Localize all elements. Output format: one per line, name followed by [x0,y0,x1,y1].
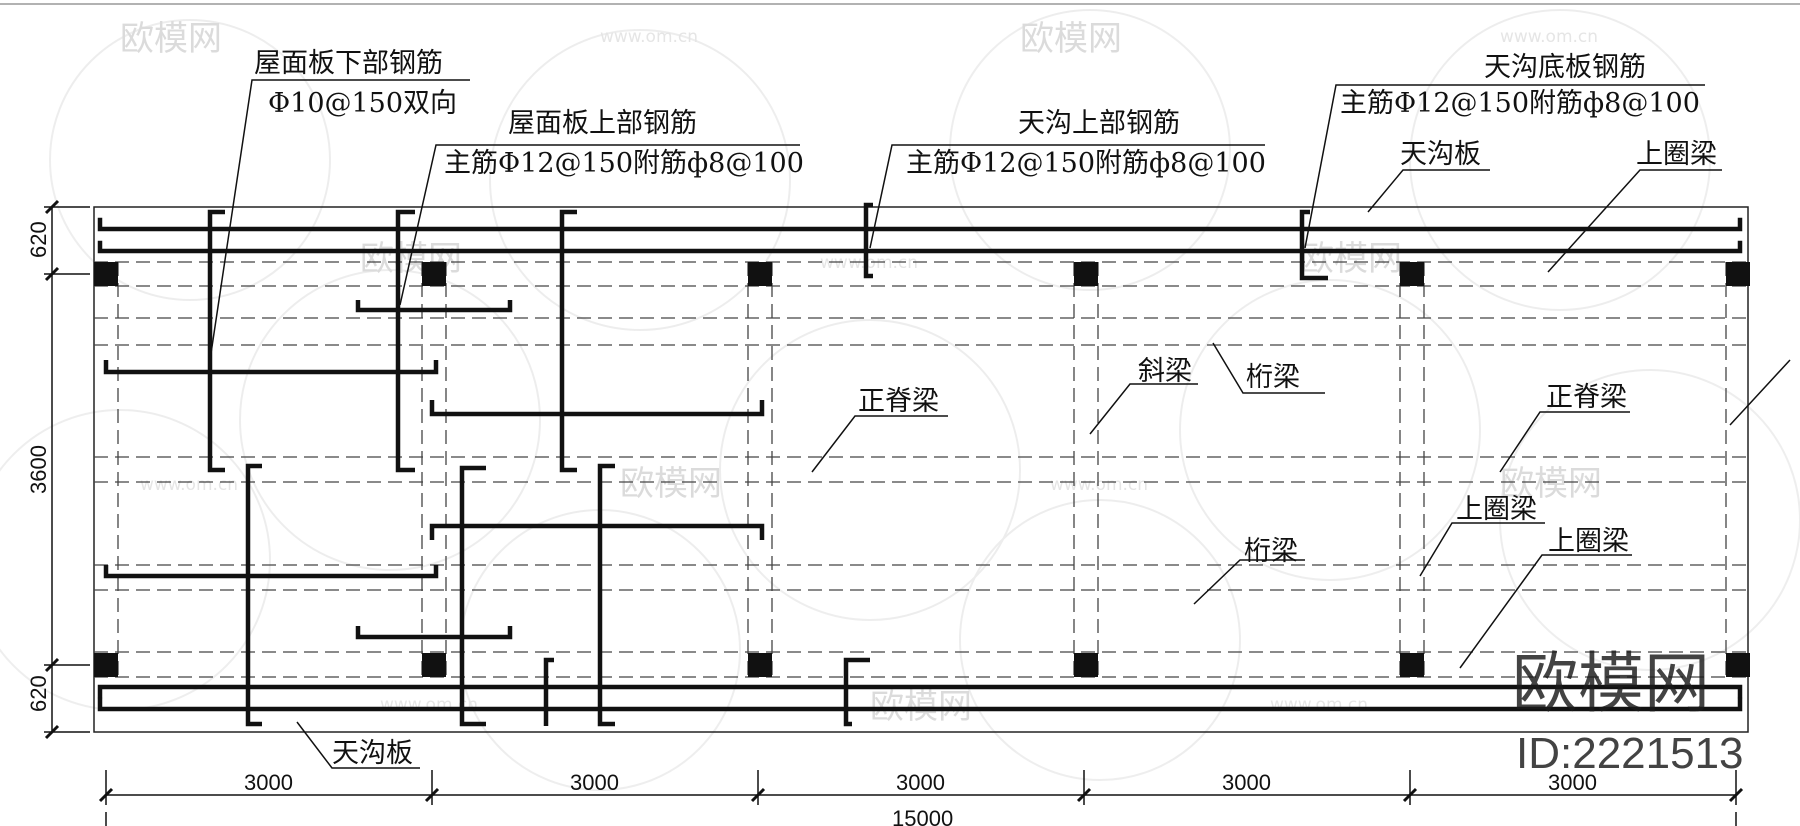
watermark-brand: 欧模网 [1020,19,1122,59]
column [1400,653,1424,677]
column [1074,262,1098,286]
rebar-bracket [459,465,486,727]
rebar-bracket [355,300,513,313]
dashed-grid-horizontal [94,261,1748,678]
dim-bay-3: 3000 [896,770,945,795]
label-ring-beam-lower: 上圈梁 [1548,526,1629,557]
label-gutter-bottom-rebar-spec: 主筋Φ12@150附筋ф8@100 [1340,88,1700,119]
column [422,262,446,286]
label-gutter-top-rebar-spec: 主筋Φ12@150附筋ф8@100 [906,148,1266,179]
column [1726,262,1750,286]
label-slab-top-rebar-title: 屋面板上部钢筋 [508,108,697,139]
dim-bay-4: 3000 [1222,770,1271,795]
rebar-bracket [429,400,765,417]
watermark-brand: 欧模网 [120,19,222,59]
watermark-brand: 欧模网 [620,464,722,504]
label-gutter-bottom-rebar-title: 天沟底板钢筋 [1484,52,1646,83]
rebar-bracket [245,463,262,727]
label-ring-beam-mid: 上圈梁 [1456,494,1537,525]
label-gutter-slab-bottom: 天沟板 [332,738,413,769]
column [1074,653,1098,677]
dimension-lines [44,199,1744,826]
column [1726,653,1750,677]
rebar-bracket [597,463,615,727]
column [94,653,118,677]
rebar-bracket [543,657,554,726]
dim-bay-5: 3000 [1548,770,1597,795]
watermark-url: www.om.cn [1050,475,1148,495]
label-gutter-slab-top: 天沟板 [1400,139,1481,170]
rebar-bracket [355,626,513,640]
rebar-bracket [863,202,873,279]
label-ridge-beam-left: 正脊梁 [858,386,939,417]
rebar-bracket [395,209,415,473]
label-ridge-beam-right: 正脊梁 [1546,382,1627,413]
rebar-bracket [559,209,577,473]
gutter-bottom-rebar-upper [97,684,1743,699]
label-purlin-beam-lower: 桁梁 [1244,536,1298,567]
rebar-bracket [429,523,765,540]
gutter-top-rebar-lower [97,240,1743,254]
watermark-url: www.om.cn [820,253,918,273]
column [748,653,772,677]
watermark-id: ID:2221513 [1516,729,1744,778]
rebar-bracket [843,657,870,727]
label-ring-beam-top: 上圈梁 [1636,139,1717,170]
watermark-logo-text: 欧模网 [1512,645,1710,722]
slab-rebars [103,202,1328,727]
watermark-url: www.om.cn [140,475,238,495]
rebar-bracket [207,209,225,473]
watermark-brand: 欧模网 [1500,464,1602,504]
label-slab-top-rebar-spec: 主筋Φ12@150附筋ф8@100 [444,148,804,179]
gutter-bottom-rebar-lower [97,697,1743,712]
label-diagonal-beam: 斜梁 [1138,356,1192,387]
label-gutter-top-rebar-title: 天沟上部钢筋 [1018,108,1180,139]
plan-outline [93,206,1749,733]
dim-total: 15000 [892,806,953,826]
columns [94,262,1750,677]
watermark-url: www.om.cn [1500,27,1598,47]
leader-lines [209,79,1791,769]
rebar-bracket [103,360,439,375]
watermark-url: www.om.cn [1270,695,1368,715]
column [1400,262,1424,286]
dim-left-mid: 3600 [26,445,51,494]
dim-bay-1: 3000 [244,770,293,795]
rebar-bracket [1299,209,1328,281]
watermark-url: www.om.cn [600,27,698,47]
label-slab-bottom-rebar-title: 屋面板下部钢筋 [254,48,443,79]
annotations: 屋面板下部钢筋 Φ10@150双向 屋面板上部钢筋 主筋Φ12@150附筋ф8@… [254,48,1717,769]
dim-bay-2: 3000 [570,770,619,795]
dimension-texts: 3000 3000 3000 3000 3000 15000 620 3600 … [26,221,1597,826]
label-slab-bottom-rebar-spec: Φ10@150双向 [268,88,457,119]
dim-left-top: 620 [26,221,51,258]
label-purlin-beam-upper: 桁梁 [1246,362,1300,393]
rebar-bracket [103,565,439,579]
dim-left-bottom: 620 [26,675,51,712]
gutter-rebars [97,217,1743,712]
watermark-brand: 欧模网 [1300,239,1402,279]
column [94,262,118,286]
dashed-grid-vertical [117,262,1727,677]
gutter-top-rebar-upper [97,217,1743,232]
column [422,653,446,677]
column [748,262,772,286]
